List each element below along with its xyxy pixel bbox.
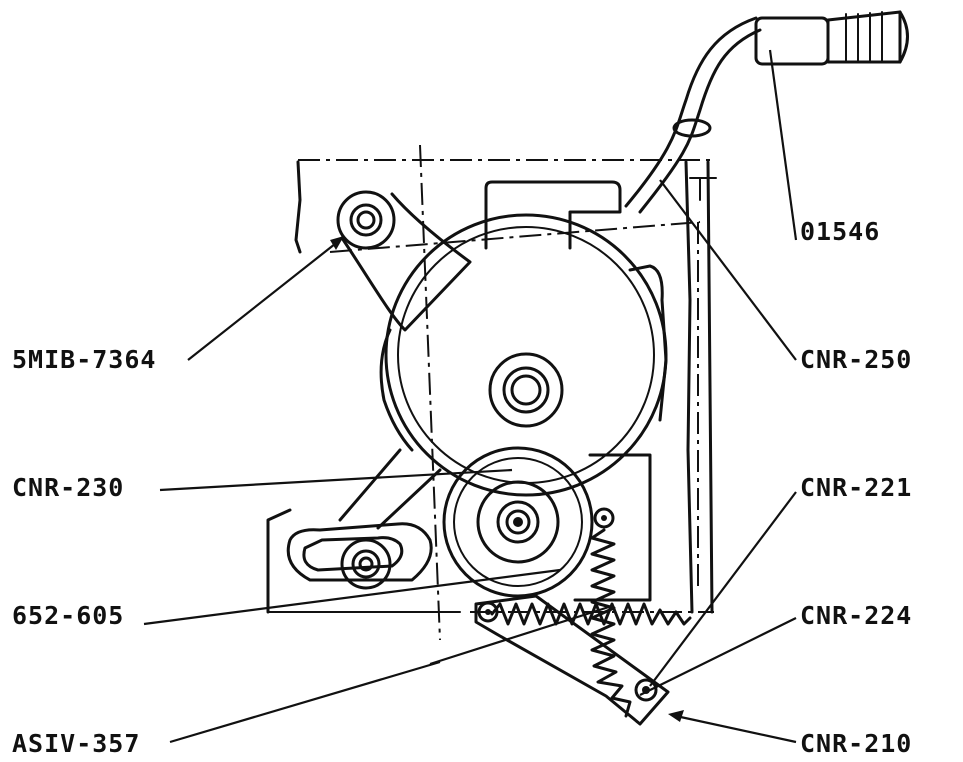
label-cnr-230: CNR-230	[12, 473, 124, 502]
lower-slotted-arm	[286, 448, 442, 590]
label-cnr-221: CNR-221	[800, 473, 912, 502]
cable-connector	[624, 10, 909, 214]
vertical-center-line	[419, 144, 441, 641]
label-01546: 01546	[800, 217, 880, 246]
label-5mib-7364: 5MIB-7364	[12, 345, 156, 374]
label-652-605: 652-605	[12, 601, 124, 630]
spring-diagonal	[590, 507, 632, 718]
part-labels: 01546 CNR-250 5MIB-7364 CNR-230 CNR-221 …	[12, 217, 912, 758]
label-asiv-357: ASIV-357	[12, 729, 140, 758]
mounting-plate	[266, 159, 717, 614]
motor-top-box	[484, 180, 622, 250]
spring-horizontal	[490, 602, 692, 626]
label-cnr-210: CNR-210	[800, 729, 912, 758]
label-cnr-224: CNR-224	[800, 601, 912, 630]
idler-pulley	[442, 446, 652, 602]
pivot-arm	[336, 190, 472, 332]
motor-body	[379, 213, 668, 497]
leader-lines	[143, 49, 798, 744]
label-cnr-250: CNR-250	[800, 345, 912, 374]
